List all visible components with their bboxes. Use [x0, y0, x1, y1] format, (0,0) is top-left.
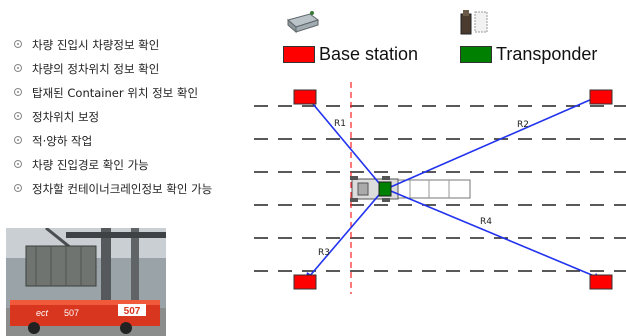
range-label-r3: R3 [318, 248, 330, 258]
legend-base-station-label: Base station [319, 44, 419, 64]
list-item-text: 탑재된 Container 위치 정보 확인 [32, 86, 199, 100]
list-item-text: 차량 진입시 차량정보 확인 [32, 38, 160, 52]
vehicle-number: 507 [124, 306, 141, 317]
positioning-diagram: R1 R2 R3 R4 [254, 82, 626, 294]
bullet-circle-icon [14, 64, 22, 72]
list-item: 적·양하 작업 [8, 134, 258, 148]
range-lines [307, 95, 600, 279]
vehicle [350, 176, 471, 202]
list-item: 정차할 컨테이너크레인정보 확인 가능 [8, 182, 252, 196]
list-item: 탑재된 Container 위치 정보 확인 [8, 86, 258, 100]
lane-lines [254, 105, 626, 272]
base-station-bottom-left [293, 274, 317, 290]
base-station-bottom-right [589, 274, 613, 290]
transponder-swatch [460, 46, 492, 63]
legend-transponder-label: Transponder [496, 44, 598, 64]
range-line-r3 [307, 188, 385, 279]
range-line-r4 [385, 188, 600, 279]
bullet-circle-icon [14, 40, 22, 48]
list-item: 차량 진입시 차량정보 확인 [8, 38, 258, 52]
bullet-circle-icon [14, 160, 22, 168]
base-station-top-left [293, 89, 317, 105]
range-label-r4: R4 [480, 217, 492, 227]
list-item: 차량 진입경로 확인 가능 [8, 158, 258, 172]
transponder-device-icon [460, 10, 488, 35]
bullet-circle-icon [14, 136, 22, 144]
bullet-circle-icon [14, 88, 22, 96]
range-line-r2 [385, 95, 600, 190]
list-item-text: 정차위치 보정 [32, 110, 100, 124]
base-station-top-right [589, 89, 613, 105]
bullet-circle-icon [14, 184, 22, 192]
list-item: 정차위치 보정 [8, 110, 258, 124]
range-label-r2: R2 [517, 120, 529, 130]
list-item-text: 차량의 정차위치 정보 확인 [32, 62, 160, 76]
legend-transponder: Transponder [460, 44, 597, 65]
range-line-r1 [307, 97, 385, 190]
vehicle-number-side: 507 [64, 308, 79, 318]
range-label-r1: R1 [334, 119, 346, 129]
legend-base-station: Base station [283, 44, 418, 65]
base-station-device-icon [286, 11, 320, 34]
container-vehicle-photo: 507 507 ect [6, 228, 166, 336]
list-item-text: 적·양하 작업 [32, 134, 93, 148]
list-item-text: 차량 진입경로 확인 가능 [32, 158, 149, 172]
base-station-swatch [283, 46, 315, 63]
bullet-circle-icon [14, 112, 22, 120]
transponder [378, 181, 392, 197]
brand-logo-text: ect [36, 308, 49, 318]
list-item: 차량의 정차위치 정보 확인 [8, 62, 258, 76]
feature-list: 차량 진입시 차량정보 확인 차량의 정차위치 정보 확인 탑재된 Contai… [8, 38, 258, 206]
list-item-text: 정차할 컨테이너크레인정보 확인 가능 [32, 182, 213, 196]
